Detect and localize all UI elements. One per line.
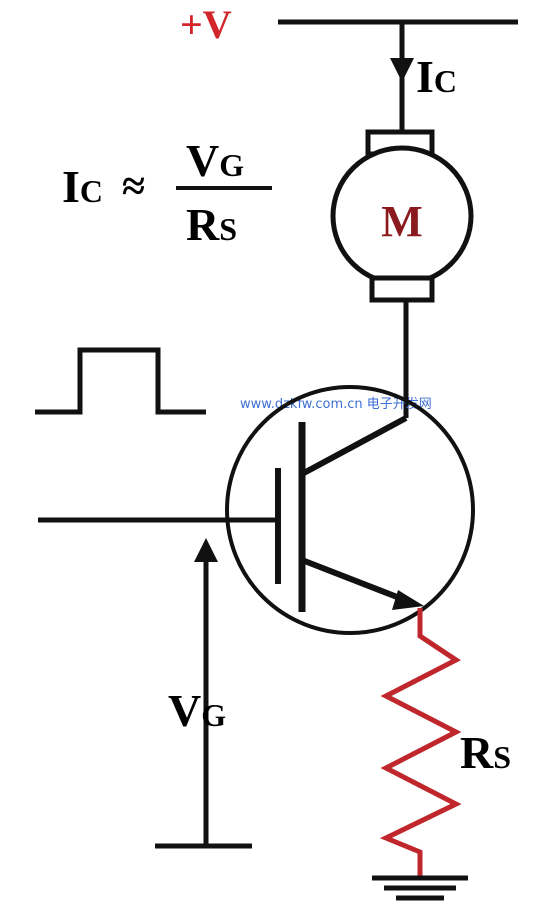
ground-symbol bbox=[372, 875, 468, 901]
supply-label: +V bbox=[180, 2, 232, 47]
resistor-label: RS bbox=[460, 727, 511, 778]
source-arrow bbox=[392, 590, 424, 610]
current-formula: IC ≈ VG RS bbox=[62, 135, 272, 250]
gate-voltage-label: VG bbox=[168, 685, 226, 736]
sense-resistor bbox=[379, 608, 462, 876]
formula-numerator: VG bbox=[186, 135, 244, 186]
motor-terminal-bottom bbox=[369, 275, 435, 303]
formula-approx: ≈ bbox=[122, 164, 145, 210]
drain-lead bbox=[300, 415, 408, 477]
gate-pulse-waveform bbox=[35, 347, 206, 415]
current-arrow bbox=[390, 58, 414, 82]
motor: M bbox=[330, 129, 474, 303]
current-label: IC bbox=[416, 51, 457, 102]
formula-lhs: IC bbox=[62, 161, 103, 212]
mosfet-transistor bbox=[38, 385, 475, 635]
motor-label: M bbox=[381, 197, 423, 246]
transistor-body bbox=[225, 385, 475, 635]
source-lead bbox=[300, 557, 412, 605]
watermark: www.dzkfw.com.cn 电子开发网 bbox=[240, 396, 432, 412]
vg-arrow-head bbox=[194, 538, 218, 562]
formula-denominator: RS bbox=[186, 199, 237, 250]
